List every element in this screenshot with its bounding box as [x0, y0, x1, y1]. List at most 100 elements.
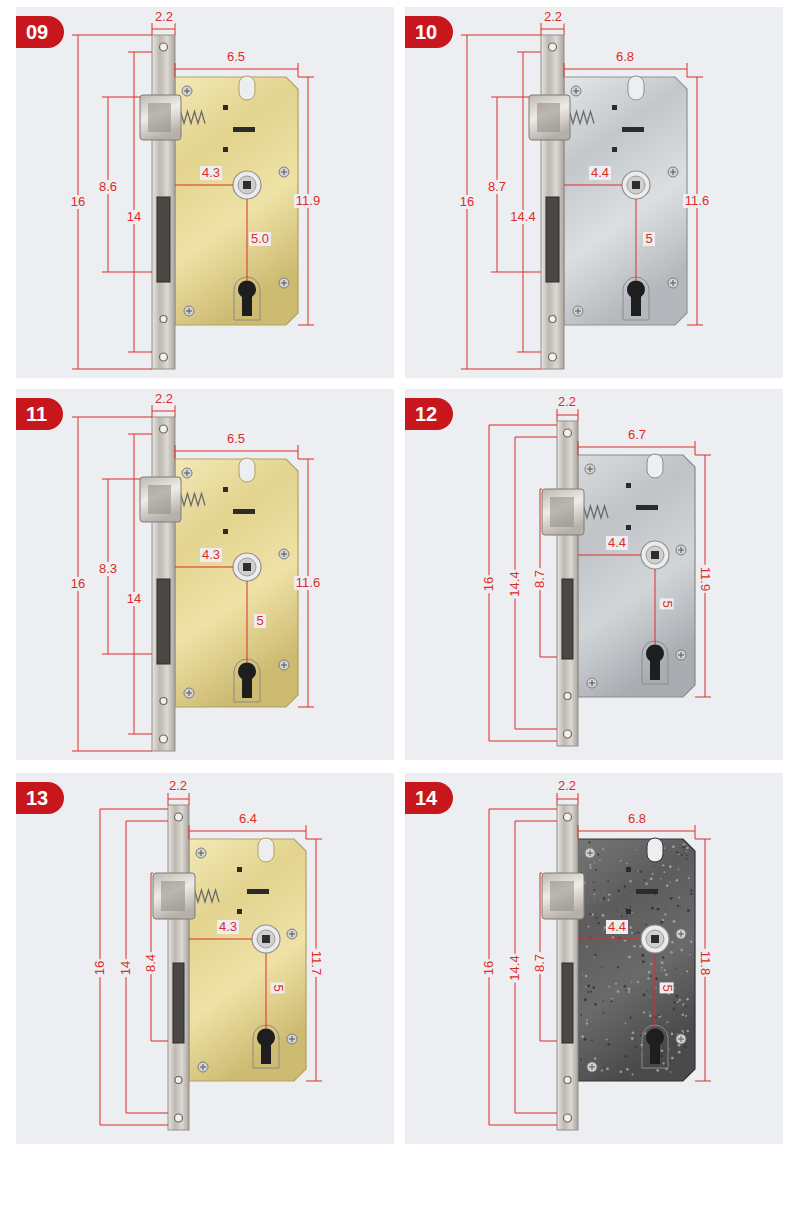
dimension-line: [540, 1041, 557, 1042]
dimension-line: [557, 793, 558, 805]
texture-dot: [616, 910, 617, 911]
dimension-label: 2.2: [556, 779, 578, 793]
case-slot: [636, 505, 658, 510]
texture-dot: [661, 1049, 664, 1052]
spindle-hub: [233, 171, 261, 199]
dimension-label: 5: [271, 982, 285, 993]
texture-dot: [620, 860, 622, 862]
texture-dot: [582, 974, 583, 975]
dimension-line: [564, 69, 687, 70]
texture-dot: [672, 1008, 675, 1011]
dimension-line: [517, 352, 541, 353]
dimension-line: [489, 809, 557, 810]
screw-slot: [681, 931, 682, 937]
dimension-label: 4.4: [589, 166, 611, 180]
texture-dot: [666, 1064, 668, 1066]
dimension-label: 2.2: [153, 10, 175, 24]
dimension-label: 6.8: [614, 50, 636, 64]
texture-dot: [586, 1019, 588, 1021]
dimension-line: [266, 953, 267, 1028]
texture-dot: [625, 1022, 627, 1024]
dimension-line: [175, 567, 233, 568]
texture-dot: [673, 920, 676, 923]
spindle-ring: [646, 930, 664, 948]
dimension-line: [695, 825, 696, 839]
texture-dot: [682, 845, 685, 848]
texture-dot: [628, 955, 631, 958]
dimension-line: [578, 447, 695, 448]
dimension-line: [298, 445, 299, 459]
dimension-line: [168, 799, 189, 800]
dimension-line: [695, 441, 696, 455]
dimension-label: 14.4: [508, 569, 522, 598]
texture-dot: [608, 893, 610, 895]
screw-slot: [681, 1036, 682, 1042]
panel-ground: [16, 7, 394, 378]
texture-dot: [618, 890, 620, 892]
texture-dot: [651, 907, 654, 910]
cylinder-hole: [257, 1029, 275, 1064]
dimension-line: [564, 63, 565, 77]
texture-dot: [665, 973, 668, 976]
texture-dot: [636, 849, 637, 850]
dimension-line: [152, 411, 175, 412]
texture-dot: [688, 877, 690, 879]
dimension-line: [541, 23, 542, 35]
dimension-line: [578, 409, 579, 421]
screw: [585, 464, 595, 474]
dimension-line: [636, 199, 637, 280]
top-notch: [647, 838, 663, 862]
dimension-label: 6.5: [225, 432, 247, 446]
spindle-hub: [641, 541, 669, 569]
texture-dot: [630, 906, 631, 907]
texture-dot: [633, 945, 636, 948]
texture-dot: [606, 1038, 608, 1040]
faceplate-hole: [549, 43, 557, 51]
texture-dot: [594, 862, 595, 863]
latch-bolt: [140, 95, 181, 140]
texture-dot: [669, 865, 672, 868]
lock-case: [578, 455, 695, 697]
texture-dot: [615, 983, 617, 985]
lock-panel: [16, 773, 394, 1144]
cylinder-surround: [234, 659, 260, 702]
texture-dot: [677, 853, 679, 855]
texture-dot: [601, 966, 602, 967]
faceplate-hole: [549, 316, 556, 323]
dimension-line: [557, 799, 578, 800]
screw: [196, 848, 206, 858]
dimension-label: 11.6: [294, 576, 322, 590]
dimension-label: 2.2: [153, 392, 175, 406]
texture-dot: [666, 884, 669, 887]
faceplate: [152, 417, 175, 751]
texture-dot: [679, 999, 681, 1001]
faceplate-hole: [175, 813, 183, 821]
dimension-line: [102, 479, 140, 480]
texture-dot: [592, 986, 595, 989]
texture-dot: [624, 1055, 627, 1058]
cylinder-surround: [642, 1025, 668, 1068]
texture-dot: [581, 1035, 584, 1038]
dimension-line: [247, 581, 248, 662]
dimension-line: [126, 1113, 168, 1114]
texture-dot: [686, 850, 687, 851]
texture-dot: [690, 893, 692, 895]
panel-ground: [16, 389, 394, 760]
texture-dot: [686, 847, 689, 850]
texture-dot: [658, 1015, 661, 1018]
dimension-line: [578, 831, 695, 832]
dimension-label: 8.6: [97, 180, 119, 194]
texture-dot: [662, 864, 664, 866]
dimension-line: [687, 77, 703, 78]
deadbolt-slot: [157, 579, 170, 664]
texture-dot: [586, 1022, 588, 1024]
texture-dot: [631, 1037, 634, 1040]
dimension-line: [168, 793, 169, 805]
texture-dot: [670, 897, 673, 900]
screw-slot: [590, 466, 591, 472]
texture-dot: [666, 1021, 668, 1023]
dimension-line: [578, 825, 579, 839]
dimension-label: 14: [125, 592, 143, 606]
dimension-line: [100, 1125, 168, 1126]
texture-dot: [686, 998, 689, 1001]
